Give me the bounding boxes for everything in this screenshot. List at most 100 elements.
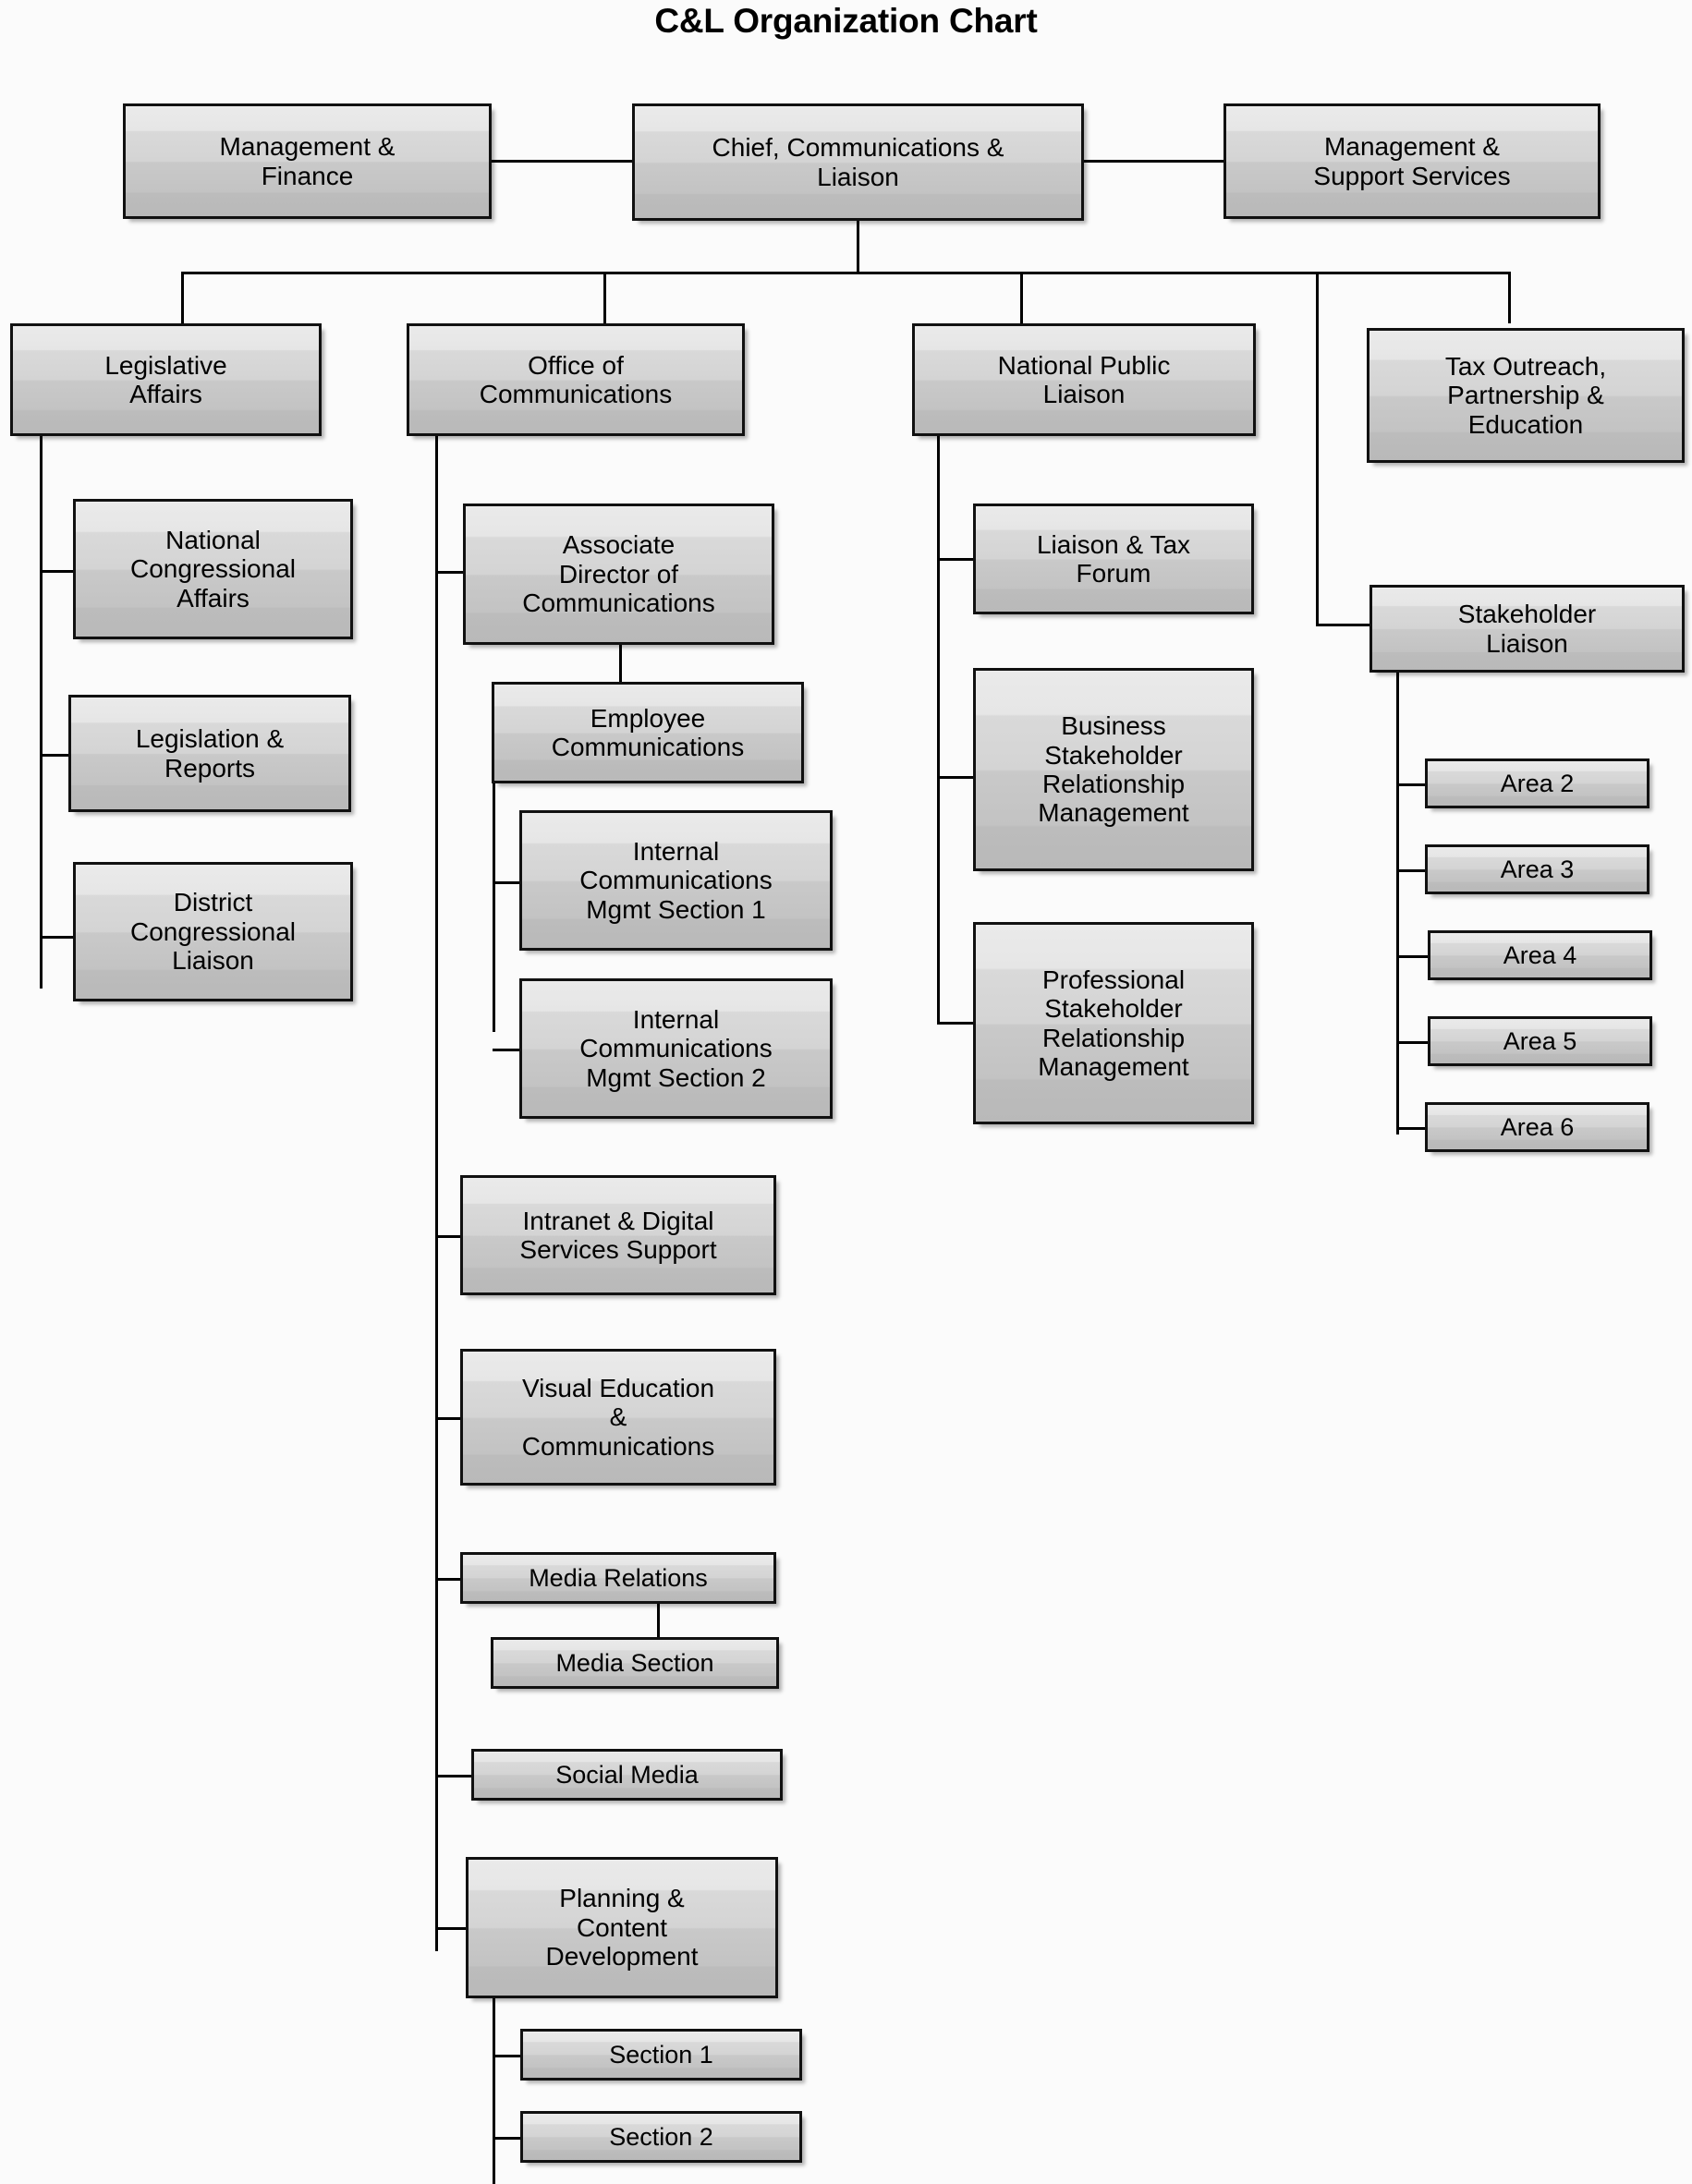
connector-office-spine: [435, 436, 438, 1951]
node-area-6[interactable]: Area 6: [1425, 1102, 1649, 1152]
connector-mediarel-to-mediasec: [657, 1603, 660, 1638]
connector-empcomm-to-ic2: [493, 1049, 521, 1051]
connector-bus-to-npl: [1020, 272, 1023, 323]
connector-legislative-to-nca: [40, 570, 75, 573]
connector-planning-to-sec2: [493, 2137, 521, 2140]
connector-bus-to-office: [603, 272, 606, 323]
node-label: Tax Outreach, Partnership & Education: [1444, 351, 1607, 439]
node-stakeholder-liaison[interactable]: Stakeholder Liaison: [1369, 585, 1685, 673]
node-legislation-reports[interactable]: Legislation & Reports: [68, 695, 351, 812]
connector-npl-to-ltf: [937, 558, 974, 561]
node-label: Employee Communications: [551, 703, 745, 761]
connector-office-to-intranet: [435, 1235, 461, 1238]
node-area-3[interactable]: Area 3: [1425, 844, 1649, 894]
node-label: Chief, Communications & Liaison: [712, 133, 1004, 191]
connector-legislative-spine: [40, 436, 43, 989]
node-label: Section 1: [609, 2040, 713, 2069]
connector-main-bus: [181, 272, 1509, 274]
connector-bus-to-stakeholder: [1316, 272, 1319, 626]
node-label: Internal Communications Mgmt Section 1: [579, 836, 773, 924]
node-label: Media Section: [555, 1648, 714, 1677]
node-label: Associate Director of Communications: [522, 530, 715, 618]
connector-stakeholder-spine: [1396, 673, 1399, 1134]
node-media-relations[interactable]: Media Relations: [460, 1552, 776, 1604]
node-label: Office of Communications: [479, 350, 673, 408]
node-legislative-affairs[interactable]: Legislative Affairs: [10, 323, 322, 436]
connector-stakeholder-to-area3: [1396, 869, 1428, 872]
node-office-of-communications[interactable]: Office of Communications: [407, 323, 745, 436]
connector-chief-down: [857, 221, 859, 273]
node-media-section[interactable]: Media Section: [491, 1637, 779, 1689]
node-management-support-services[interactable]: Management & Support Services: [1223, 103, 1601, 219]
node-label: District Congressional Liaison: [130, 888, 296, 976]
connector-stakeholder-to-area6: [1396, 1127, 1428, 1130]
node-intranet-digital-services-support[interactable]: Intranet & Digital Services Support: [460, 1175, 776, 1295]
node-chief-communications-liaison[interactable]: Chief, Communications & Liaison: [632, 103, 1084, 221]
connector-stakeholder-to-area2: [1396, 783, 1428, 786]
connector-stakeholder-elbow: [1316, 624, 1369, 626]
connector-chief-mgmtsupport: [1083, 160, 1223, 163]
node-district-congressional-liaison[interactable]: District Congressional Liaison: [73, 862, 353, 1001]
connector-mgmtfinance-chief: [492, 160, 632, 163]
node-business-stakeholder-relationship-management[interactable]: Business Stakeholder Relationship Manage…: [973, 668, 1254, 871]
node-label: Management & Support Services: [1313, 132, 1511, 190]
node-label: Section 2: [609, 2122, 713, 2151]
node-section-1[interactable]: Section 1: [520, 2029, 802, 2081]
connector-office-to-visual: [435, 1417, 461, 1420]
connector-office-to-socialmedia: [435, 1775, 472, 1778]
node-label: Area 4: [1503, 940, 1577, 969]
node-label: Area 6: [1500, 1112, 1575, 1141]
node-internal-communications-mgmt-section-2[interactable]: Internal Communications Mgmt Section 2: [519, 978, 833, 1119]
node-area-2[interactable]: Area 2: [1425, 758, 1649, 808]
node-area-5[interactable]: Area 5: [1428, 1016, 1652, 1066]
page-title: C&L Organization Chart: [654, 2, 1038, 40]
connector-npl-to-psrm: [937, 1022, 974, 1025]
connector-planning-spine: [493, 1998, 495, 2184]
connector-bus-to-legislative: [181, 272, 184, 323]
node-liaison-tax-forum[interactable]: Liaison & Tax Forum: [973, 504, 1254, 614]
node-label: Internal Communications Mgmt Section 2: [579, 1004, 773, 1092]
node-section-2[interactable]: Section 2: [520, 2111, 802, 2163]
node-professional-stakeholder-relationship-management[interactable]: Professional Stakeholder Relationship Ma…: [973, 922, 1254, 1124]
node-label: Stakeholder Liaison: [1457, 600, 1597, 658]
connector-bus-to-taxoutreach: [1508, 272, 1511, 323]
connector-planning-to-sec1: [493, 2055, 521, 2057]
node-management-finance[interactable]: Management & Finance: [123, 103, 492, 219]
node-label: Legislative Affairs: [104, 350, 227, 408]
node-label: Media Relations: [529, 1563, 708, 1592]
node-label: Area 2: [1500, 769, 1575, 797]
connector-empcomm-to-ic1: [493, 881, 521, 884]
node-visual-education-communications[interactable]: Visual Education & Communications: [460, 1349, 776, 1486]
node-label: National Congressional Affairs: [130, 525, 296, 613]
connector-empcomm-spine: [493, 783, 495, 1032]
node-label: Social Media: [555, 1760, 699, 1789]
connector-legislative-to-lr: [40, 754, 70, 757]
node-label: Liaison & Tax Forum: [1036, 529, 1191, 588]
node-label: Planning & Content Development: [545, 1884, 699, 1972]
node-tax-outreach-partnership-education[interactable]: Tax Outreach, Partnership & Education: [1367, 328, 1685, 463]
node-area-4[interactable]: Area 4: [1428, 930, 1652, 980]
node-label: Intranet & Digital Services Support: [519, 1206, 717, 1264]
node-label: Professional Stakeholder Relationship Ma…: [1038, 965, 1189, 1081]
node-national-public-liaison[interactable]: National Public Liaison: [912, 323, 1256, 436]
connector-stakeholder-to-area4: [1396, 955, 1428, 958]
node-label: Area 5: [1503, 1026, 1577, 1055]
connector-assocdir-to-empcomm: [619, 645, 622, 683]
node-label: Management & Finance: [219, 132, 396, 190]
node-associate-director-of-communications[interactable]: Associate Director of Communications: [463, 504, 774, 645]
node-label: Business Stakeholder Relationship Manage…: [1038, 711, 1189, 828]
node-national-congressional-affairs[interactable]: National Congressional Affairs: [73, 499, 353, 639]
connector-legislative-to-dcl: [40, 936, 75, 939]
node-social-media[interactable]: Social Media: [471, 1749, 783, 1801]
connector-stakeholder-to-area5: [1396, 1041, 1428, 1044]
node-planning-content-development[interactable]: Planning & Content Development: [466, 1857, 778, 1998]
node-label: Legislation & Reports: [135, 724, 285, 783]
node-internal-communications-mgmt-section-1[interactable]: Internal Communications Mgmt Section 1: [519, 810, 833, 951]
connector-office-to-assocdir: [435, 571, 465, 574]
node-employee-communications[interactable]: Employee Communications: [492, 682, 804, 783]
node-label: Area 3: [1500, 855, 1575, 883]
node-label: Visual Education & Communications: [521, 1373, 715, 1461]
connector-office-to-planning: [435, 1927, 467, 1930]
connector-npl-spine: [937, 436, 940, 1024]
